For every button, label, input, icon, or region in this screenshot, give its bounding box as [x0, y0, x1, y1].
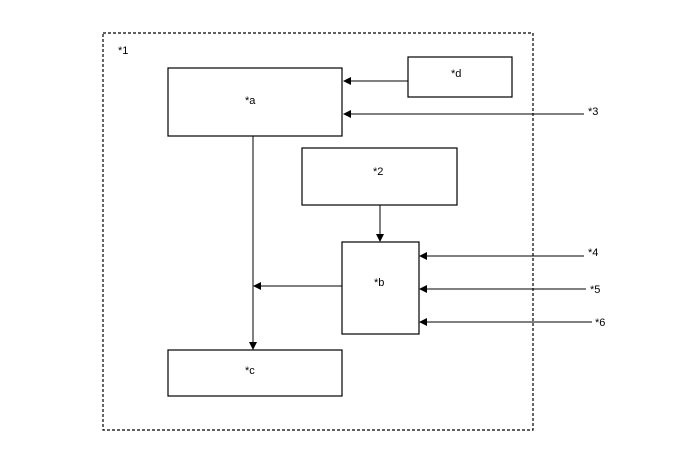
- arrow-d-to-a-head: [343, 77, 351, 85]
- block-d: [407, 56, 513, 98]
- input-4-label: *4: [588, 247, 598, 259]
- block-d-label: *d: [451, 68, 461, 80]
- block-c-label: *c: [245, 365, 255, 377]
- arrow-5-to-b-head: [419, 285, 427, 293]
- block-b: [341, 241, 420, 335]
- block-2-label: *2: [373, 166, 383, 178]
- input-3-label: *3: [588, 106, 598, 118]
- block-a: [167, 67, 343, 137]
- arrow-6-to-b-head: [419, 318, 427, 326]
- input-5-label: *5: [590, 284, 600, 296]
- block-b-label: *b: [374, 277, 384, 289]
- arrow-4-to-b-head: [419, 252, 427, 260]
- arrow-b-to-line-head: [253, 282, 261, 290]
- outer-boundary: [102, 32, 534, 431]
- input-6-label: *6: [595, 317, 605, 329]
- block-a-label: *a: [245, 95, 256, 107]
- arrow-3-to-a-head: [343, 110, 351, 118]
- arrow-a-to-c-head: [249, 342, 257, 350]
- outer-label: *1: [118, 45, 128, 57]
- arrow-2-to-b-head: [376, 234, 384, 242]
- block-c: [167, 349, 343, 397]
